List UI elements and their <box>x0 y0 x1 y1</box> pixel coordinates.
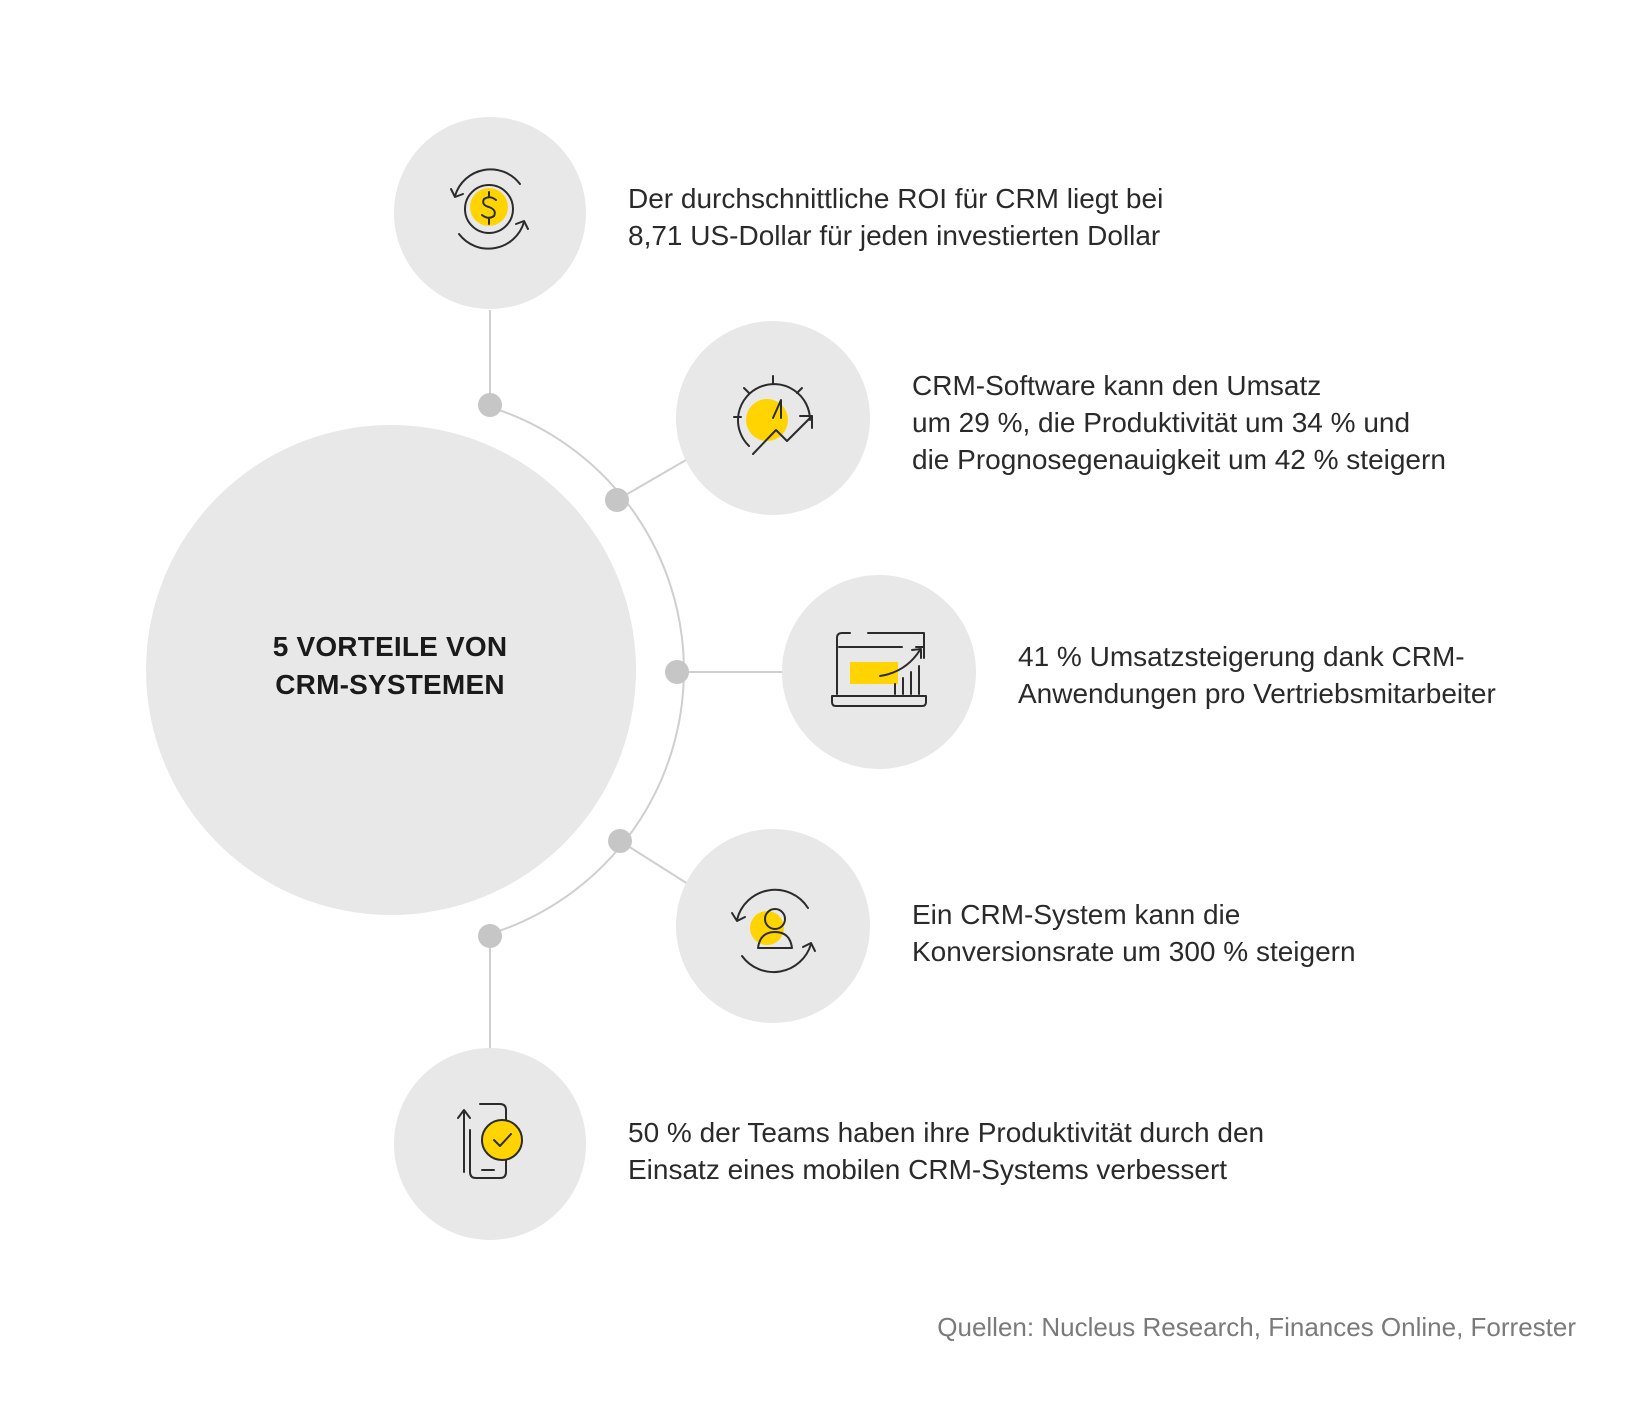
benefit-text-5: 50 % der Teams haben ihre Produktivität … <box>628 1114 1264 1188</box>
connector-dot-2 <box>605 488 629 512</box>
center-title: 5 VORTEILE VON CRM-SYSTEMEN <box>190 628 590 704</box>
connector-line-2 <box>616 459 687 501</box>
source-note: Quellen: Nucleus Research, Finances Onli… <box>937 1312 1576 1342</box>
benefit-text-3: 41 % Umsatzsteigerung dank CRM- Anwendun… <box>1018 638 1496 712</box>
benefit-2-line1: CRM-Software kann den Umsatz <box>912 370 1322 401</box>
benefit-3-line2: Anwendungen pro Vertriebsmitarbeiter <box>1018 678 1496 709</box>
center-circle <box>146 425 636 915</box>
connector-line-4 <box>619 840 689 885</box>
dollar-cycle-icon <box>450 168 529 250</box>
connector-dot-3 <box>665 660 689 684</box>
mobile-check-icon <box>457 1103 523 1179</box>
benefit-text-4: Ein CRM-System kann die Konversionsrate … <box>912 896 1356 970</box>
center-title-line1: 5 VORTEILE VON <box>272 631 508 662</box>
connector-dot-4 <box>608 829 632 853</box>
benefit-text-1: Der durchschnittliche ROI für CRM liegt … <box>628 180 1163 254</box>
center-title-line2: CRM-SYSTEMEN <box>275 669 505 700</box>
connector-dot-5 <box>478 924 502 948</box>
connector-dot-1 <box>478 393 502 417</box>
benefit-5-line1: 50 % der Teams haben ihre Produktivität … <box>628 1117 1265 1148</box>
benefit-text-2: CRM-Software kann den Umsatz um 29 %, di… <box>912 367 1446 478</box>
gauge-growth-icon <box>733 375 813 455</box>
benefit-4-line2: Konversionsrate um 300 % steigern <box>912 936 1356 967</box>
benefit-2-line3: die Prognosegenauigkeit um 42 % steigern <box>912 444 1446 475</box>
benefit-2-line2: um 29 %, die Produktivität um 34 % und <box>912 407 1411 438</box>
benefit-5-line2: Einsatz eines mobilen CRM-Systems verbes… <box>628 1154 1228 1185</box>
benefit-4-line1: Ein CRM-System kann die <box>912 899 1241 930</box>
benefit-1-line2: 8,71 US-Dollar für jeden investierten Do… <box>628 220 1161 251</box>
user-cycle-icon <box>731 888 816 974</box>
laptop-chart-icon <box>831 632 927 707</box>
benefit-3-line1: 41 % Umsatzsteigerung dank CRM- <box>1018 641 1465 672</box>
benefit-1-line1: Der durchschnittliche ROI für CRM liegt … <box>628 183 1164 214</box>
